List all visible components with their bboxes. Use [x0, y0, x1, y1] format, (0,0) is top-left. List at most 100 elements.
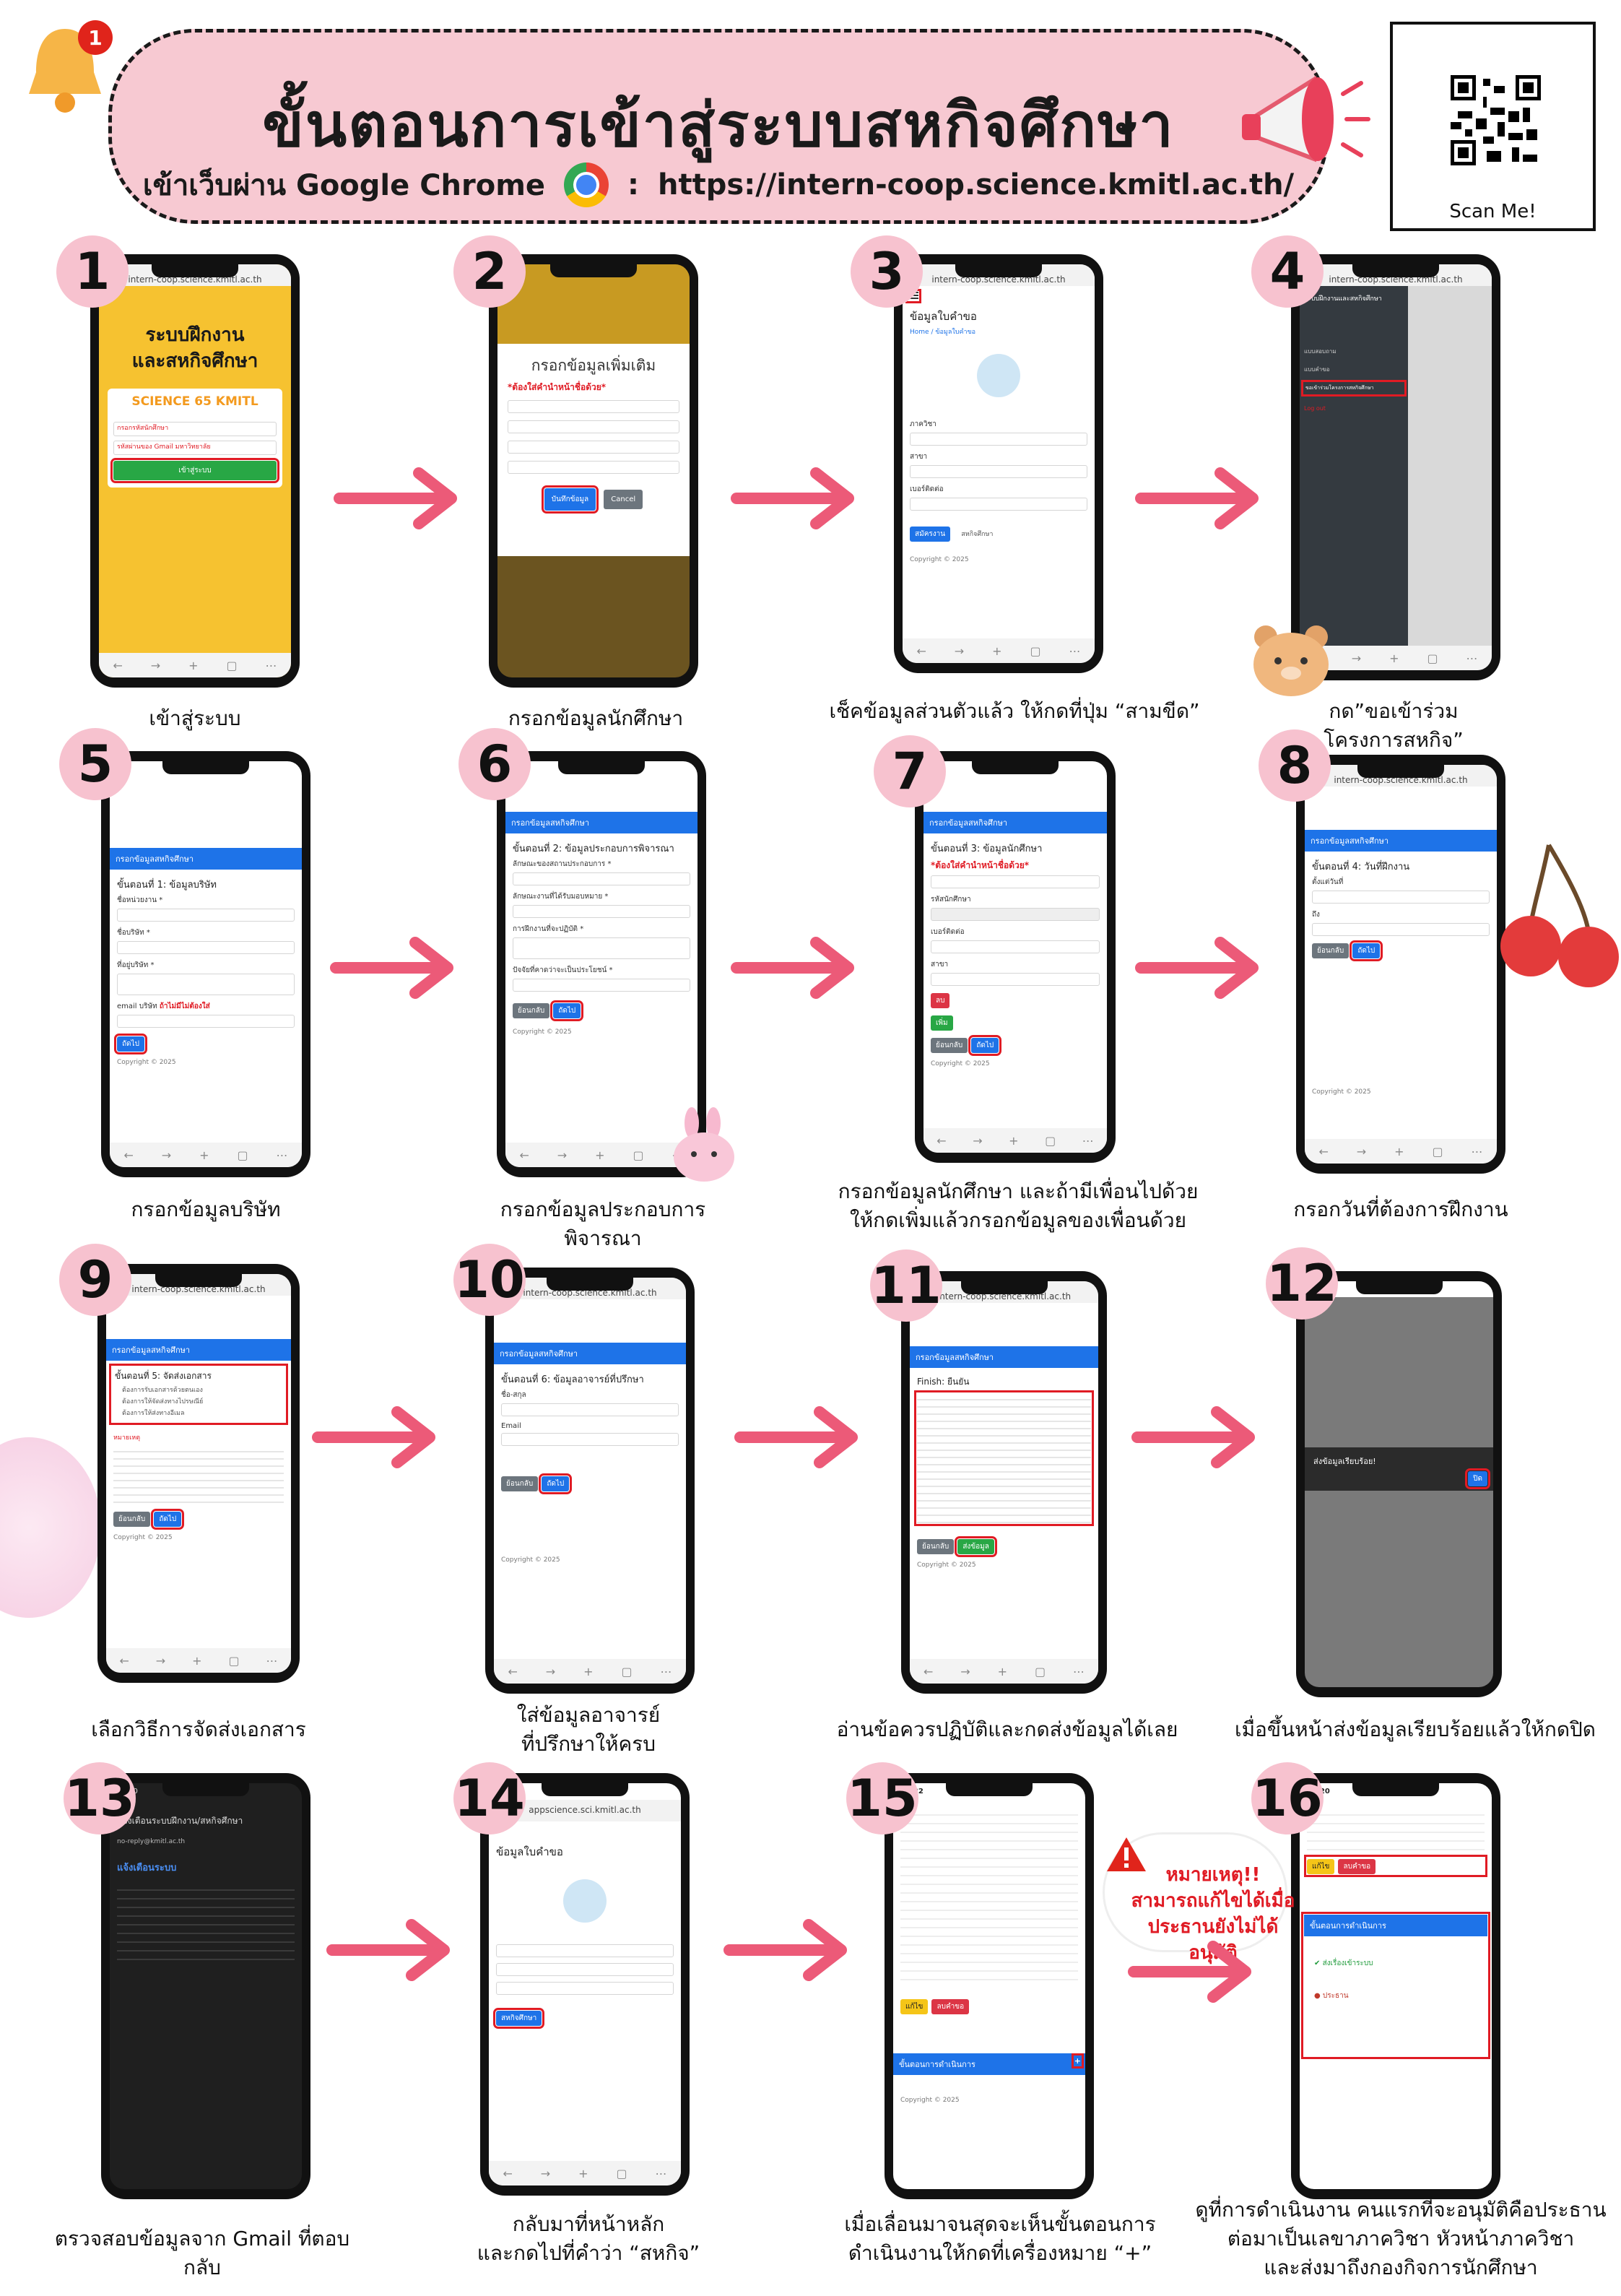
back-button[interactable]: ย้อนกลับ [501, 1476, 539, 1491]
back-icon[interactable]: ← [916, 644, 926, 658]
back-icon[interactable]: ← [113, 658, 123, 672]
department-input[interactable] [508, 441, 679, 454]
forward-icon[interactable]: → [1356, 1144, 1367, 1158]
option-email[interactable]: ต้องการให้ส่งทางอีเมล [122, 1410, 185, 1417]
business-type-input[interactable] [513, 872, 690, 885]
password-input[interactable]: รหัสผ่านของ Gmail มหาวิทยาลัย [113, 441, 277, 455]
plus-icon[interactable]: + [992, 644, 1002, 658]
back-icon[interactable]: ← [1318, 1144, 1329, 1158]
major-select[interactable] [931, 973, 1100, 986]
username-input[interactable]: กรอกรหัสนักศึกษา [113, 422, 277, 436]
major-select[interactable] [508, 461, 679, 474]
more-icon[interactable]: ⋯ [655, 2166, 667, 2180]
fullname-input[interactable] [931, 875, 1100, 888]
next-button[interactable]: ถัดไป [114, 1034, 147, 1054]
tab-coop[interactable]: สหกิจศึกษา [961, 531, 994, 538]
tabs-icon[interactable]: ▢ [1432, 1144, 1443, 1158]
delete-request-button[interactable]: ลบคำขอ [1338, 1859, 1376, 1874]
forward-icon[interactable]: → [973, 1133, 983, 1148]
tab-coop[interactable]: สหกิจศึกษา [492, 2008, 545, 2029]
site-url-link[interactable]: https://intern-coop.science.kmitl.ac.th/ [658, 168, 1295, 202]
back-icon[interactable]: ← [519, 1148, 529, 1162]
back-button[interactable]: ย้อนกลับ [513, 1003, 550, 1018]
qr-code-image[interactable] [1451, 75, 1541, 165]
advisor-email-input[interactable] [501, 1433, 679, 1446]
more-icon[interactable]: ⋯ [660, 1664, 672, 1678]
more-icon[interactable]: ⋯ [276, 1148, 288, 1162]
delete-request-button[interactable]: ลบคำขอ [931, 1999, 970, 2014]
more-icon[interactable]: ⋯ [266, 1653, 278, 1668]
tabs-icon[interactable]: ▢ [633, 1148, 644, 1162]
qr-code-panel[interactable]: Scan Me! [1390, 22, 1596, 231]
back-button[interactable]: ย้อนกลับ [1312, 943, 1350, 958]
phone-input[interactable] [931, 940, 1100, 953]
menu-item-survey[interactable]: แบบสอบถาม [1304, 348, 1337, 355]
next-button[interactable]: ถัดไป [550, 1000, 584, 1021]
forward-icon[interactable]: → [557, 1148, 568, 1162]
fullname-input[interactable] [508, 400, 679, 413]
company-address-input[interactable] [117, 974, 295, 995]
option-post[interactable]: ต้องการให้จัดส่งทางไปรษณีย์ [122, 1398, 204, 1405]
plus-icon[interactable]: + [583, 1664, 594, 1678]
tabs-icon[interactable]: ▢ [621, 1664, 633, 1678]
next-button[interactable]: ถัดไป [1350, 940, 1383, 961]
plus-icon[interactable]: + [1009, 1133, 1019, 1148]
plus-icon[interactable]: + [595, 1148, 605, 1162]
start-date-input[interactable] [1312, 891, 1490, 904]
back-icon[interactable]: ← [503, 2166, 513, 2180]
forward-icon[interactable]: → [155, 1653, 166, 1668]
tabs-icon[interactable]: ▢ [226, 658, 238, 672]
plus-icon[interactable]: + [192, 1653, 202, 1668]
forward-icon[interactable]: → [954, 644, 965, 658]
tabs-icon[interactable]: ▢ [616, 2166, 627, 2180]
more-icon[interactable]: ⋯ [1072, 1664, 1085, 1678]
cancel-button[interactable]: Cancel [604, 490, 643, 509]
edit-button[interactable]: แก้ไข [1307, 1859, 1335, 1874]
student-id-input[interactable] [931, 908, 1100, 921]
company-name-input[interactable] [117, 941, 295, 954]
next-button[interactable]: ถัดไป [151, 1509, 185, 1530]
company-email-input[interactable] [117, 1015, 295, 1028]
back-icon[interactable]: ← [923, 1664, 934, 1678]
back-icon[interactable]: ← [936, 1133, 947, 1148]
option-pickup[interactable]: ต้องการรับเอกสารด้วยตนเอง [122, 1387, 203, 1394]
forward-icon[interactable]: → [150, 658, 161, 672]
next-button[interactable]: ถัดไป [539, 1473, 573, 1494]
org-name-input[interactable] [117, 909, 295, 922]
more-icon[interactable]: ⋯ [1466, 651, 1478, 665]
back-icon[interactable]: ← [119, 1653, 129, 1668]
more-icon[interactable]: ⋯ [1082, 1133, 1094, 1148]
tabs-icon[interactable]: ▢ [1030, 644, 1041, 658]
next-button[interactable]: ถัดไป [968, 1035, 1002, 1056]
back-icon[interactable]: ← [508, 1664, 518, 1678]
submit-button[interactable]: ส่งข้อมูล [955, 1536, 997, 1557]
back-icon[interactable]: ← [123, 1148, 134, 1162]
tabs-icon[interactable]: ▢ [1427, 651, 1438, 665]
back-button[interactable]: ย้อนกลับ [113, 1512, 151, 1527]
tabs-icon[interactable]: ▢ [237, 1148, 248, 1162]
forward-icon[interactable]: → [540, 2166, 551, 2180]
more-icon[interactable]: ⋯ [1471, 1144, 1483, 1158]
tabs-icon[interactable]: ▢ [1045, 1133, 1056, 1148]
expand-plus-icon[interactable]: + [1071, 2053, 1085, 2068]
advisor-name-input[interactable] [501, 1403, 679, 1416]
plus-icon[interactable]: + [199, 1148, 209, 1162]
menu-item-join-coop[interactable]: ขอเข้าร่วมโครงการสหกิจศึกษา [1301, 380, 1407, 397]
back-button[interactable]: ย้อนกลับ [931, 1038, 968, 1053]
plus-icon[interactable]: + [1394, 1144, 1404, 1158]
login-button[interactable]: เข้าสู่ระบบ [110, 458, 279, 483]
forward-icon[interactable]: → [545, 1664, 556, 1678]
end-date-input[interactable] [1312, 923, 1490, 936]
forward-icon[interactable]: → [960, 1664, 970, 1678]
forward-icon[interactable]: → [1351, 651, 1362, 665]
tabs-icon[interactable]: ▢ [1034, 1664, 1046, 1678]
add-student-button[interactable]: เพิ่ม [931, 1015, 953, 1031]
phone-input[interactable] [508, 420, 679, 433]
tabs-icon[interactable]: ▢ [228, 1653, 240, 1668]
forward-icon[interactable]: → [161, 1148, 172, 1162]
plus-icon[interactable]: + [997, 1664, 1008, 1678]
tab-internship[interactable]: สมัครงาน [910, 527, 951, 542]
menu-item-request[interactable]: แบบคำขอ [1304, 366, 1330, 373]
job-description-input[interactable] [513, 905, 690, 918]
plus-icon[interactable]: + [1389, 651, 1399, 665]
